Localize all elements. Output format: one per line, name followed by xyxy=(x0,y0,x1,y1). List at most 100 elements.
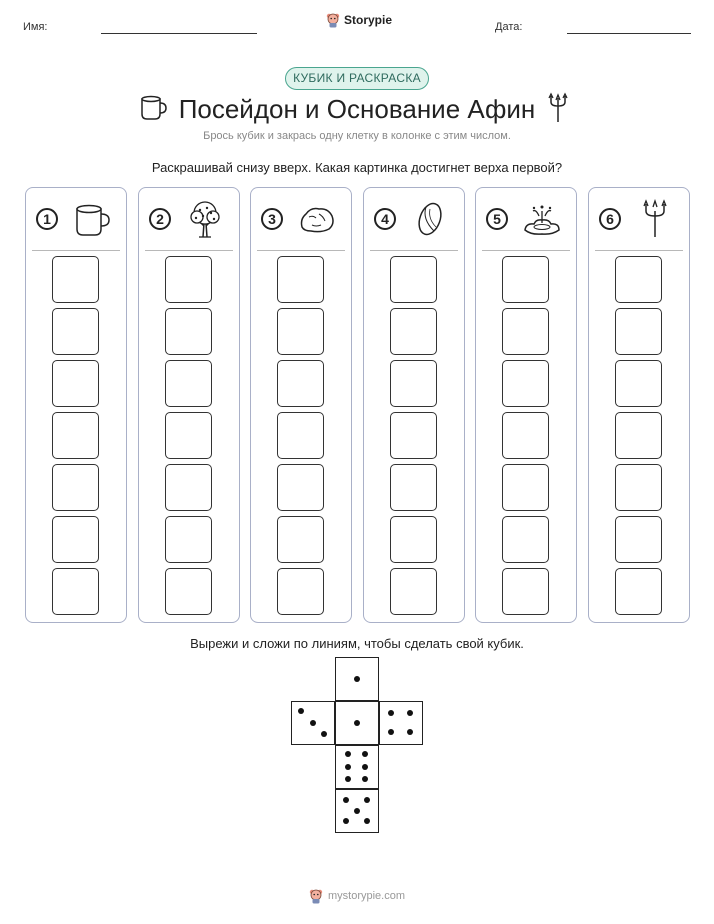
coloring-cell[interactable] xyxy=(502,464,549,511)
subtitle: Брось кубик и закрась одну клетку в коло… xyxy=(203,130,511,142)
cut-instruction: Вырежи и сложи по линиям, чтобы сделать … xyxy=(190,636,524,651)
coloring-cell[interactable] xyxy=(277,256,324,303)
brand-logo: Storypie xyxy=(326,12,392,28)
dice-column-3: 3 xyxy=(250,187,352,623)
coloring-cell[interactable] xyxy=(165,516,212,563)
coloring-cell[interactable] xyxy=(165,256,212,303)
coloring-cell[interactable] xyxy=(390,568,437,615)
dice-column-1: 1 xyxy=(25,187,127,623)
coloring-cell[interactable] xyxy=(390,412,437,459)
mug-icon xyxy=(76,204,110,236)
coloring-cell[interactable] xyxy=(390,516,437,563)
coloring-cell[interactable] xyxy=(277,516,324,563)
coloring-instruction: Раскрашивай снизу вверх. Какая картинка … xyxy=(151,160,563,175)
dice-column-6: 6 xyxy=(588,187,690,623)
coloring-cell[interactable] xyxy=(52,256,99,303)
die-pip xyxy=(406,728,413,735)
date-field[interactable] xyxy=(567,33,691,34)
coloring-cell[interactable] xyxy=(277,308,324,355)
page-title: Посейдон и Основание Афин xyxy=(178,94,536,124)
coloring-cell[interactable] xyxy=(277,568,324,615)
die-pip xyxy=(363,817,370,824)
coloring-cell[interactable] xyxy=(52,308,99,355)
spring-icon xyxy=(524,205,560,235)
coloring-cell[interactable] xyxy=(615,568,662,615)
column-number: 4 xyxy=(374,208,396,230)
die-pip xyxy=(361,763,368,770)
die-face-lower xyxy=(335,745,379,789)
coloring-cell[interactable] xyxy=(165,308,212,355)
die-pip xyxy=(388,710,395,717)
olive-icon xyxy=(418,202,442,236)
coloring-cell[interactable] xyxy=(502,516,549,563)
trident-icon xyxy=(548,92,568,122)
coloring-cell[interactable] xyxy=(165,464,212,511)
dice-column-2: 2 xyxy=(138,187,240,623)
coloring-cell[interactable] xyxy=(615,464,662,511)
column-number: 1 xyxy=(36,208,58,230)
coloring-cell[interactable] xyxy=(165,568,212,615)
die-pip xyxy=(361,751,368,758)
coloring-cell[interactable] xyxy=(615,256,662,303)
activity-badge: КУБИК И РАСКРАСКА xyxy=(285,67,429,90)
die-pip xyxy=(353,675,360,682)
column-number: 3 xyxy=(261,208,283,230)
footer: mystorypie.com xyxy=(0,888,714,904)
coloring-cell[interactable] xyxy=(52,412,99,459)
die-pip xyxy=(343,817,350,824)
trident-icon xyxy=(643,199,667,237)
column-number: 2 xyxy=(149,208,171,230)
coloring-cell[interactable] xyxy=(502,568,549,615)
coloring-cell[interactable] xyxy=(502,256,549,303)
coloring-cell[interactable] xyxy=(165,412,212,459)
bear-mascot-icon xyxy=(326,13,340,28)
die-pip xyxy=(388,728,395,735)
coloring-cell[interactable] xyxy=(277,412,324,459)
coloring-cell[interactable] xyxy=(52,568,99,615)
die-pip xyxy=(343,797,350,804)
coloring-cell[interactable] xyxy=(615,360,662,407)
coloring-cell[interactable] xyxy=(277,360,324,407)
die-face-bottom xyxy=(335,789,379,833)
coloring-cell[interactable] xyxy=(502,412,549,459)
coloring-cell[interactable] xyxy=(277,464,324,511)
die-pip xyxy=(353,719,360,726)
die-pip xyxy=(298,708,305,715)
footer-url: mystorypie.com xyxy=(327,890,406,902)
die-pip xyxy=(309,719,316,726)
die-pip xyxy=(406,710,413,717)
dice-column-4: 4 xyxy=(363,187,465,623)
die-face-right xyxy=(379,701,423,745)
coloring-cell[interactable] xyxy=(502,360,549,407)
olive-tree-icon xyxy=(190,201,220,238)
coloring-cell[interactable] xyxy=(615,516,662,563)
coloring-cell[interactable] xyxy=(390,360,437,407)
column-number: 5 xyxy=(486,208,508,230)
coloring-cell[interactable] xyxy=(390,464,437,511)
rock-icon xyxy=(300,207,334,233)
name-label: Имя: xyxy=(23,21,48,33)
coloring-cell[interactable] xyxy=(165,360,212,407)
coloring-cell[interactable] xyxy=(615,308,662,355)
die-pip xyxy=(363,797,370,804)
bear-mascot-icon xyxy=(309,889,323,904)
coloring-cell[interactable] xyxy=(390,308,437,355)
coloring-cell[interactable] xyxy=(502,308,549,355)
die-face-top xyxy=(335,657,379,701)
mug-icon xyxy=(141,95,167,120)
dice-column-5: 5 xyxy=(475,187,577,623)
date-label: Дата: xyxy=(495,21,523,33)
die-pip xyxy=(345,763,352,770)
die-pip xyxy=(345,751,352,758)
coloring-cell[interactable] xyxy=(615,412,662,459)
coloring-cell[interactable] xyxy=(390,256,437,303)
coloring-cell[interactable] xyxy=(52,360,99,407)
die-face-left xyxy=(291,701,335,745)
die-pip xyxy=(353,807,360,814)
die-pip xyxy=(345,775,352,782)
coloring-cell[interactable] xyxy=(52,516,99,563)
name-field[interactable] xyxy=(101,33,257,34)
coloring-cell[interactable] xyxy=(52,464,99,511)
die-pip xyxy=(320,730,327,737)
brand-name: Storypie xyxy=(344,13,393,27)
